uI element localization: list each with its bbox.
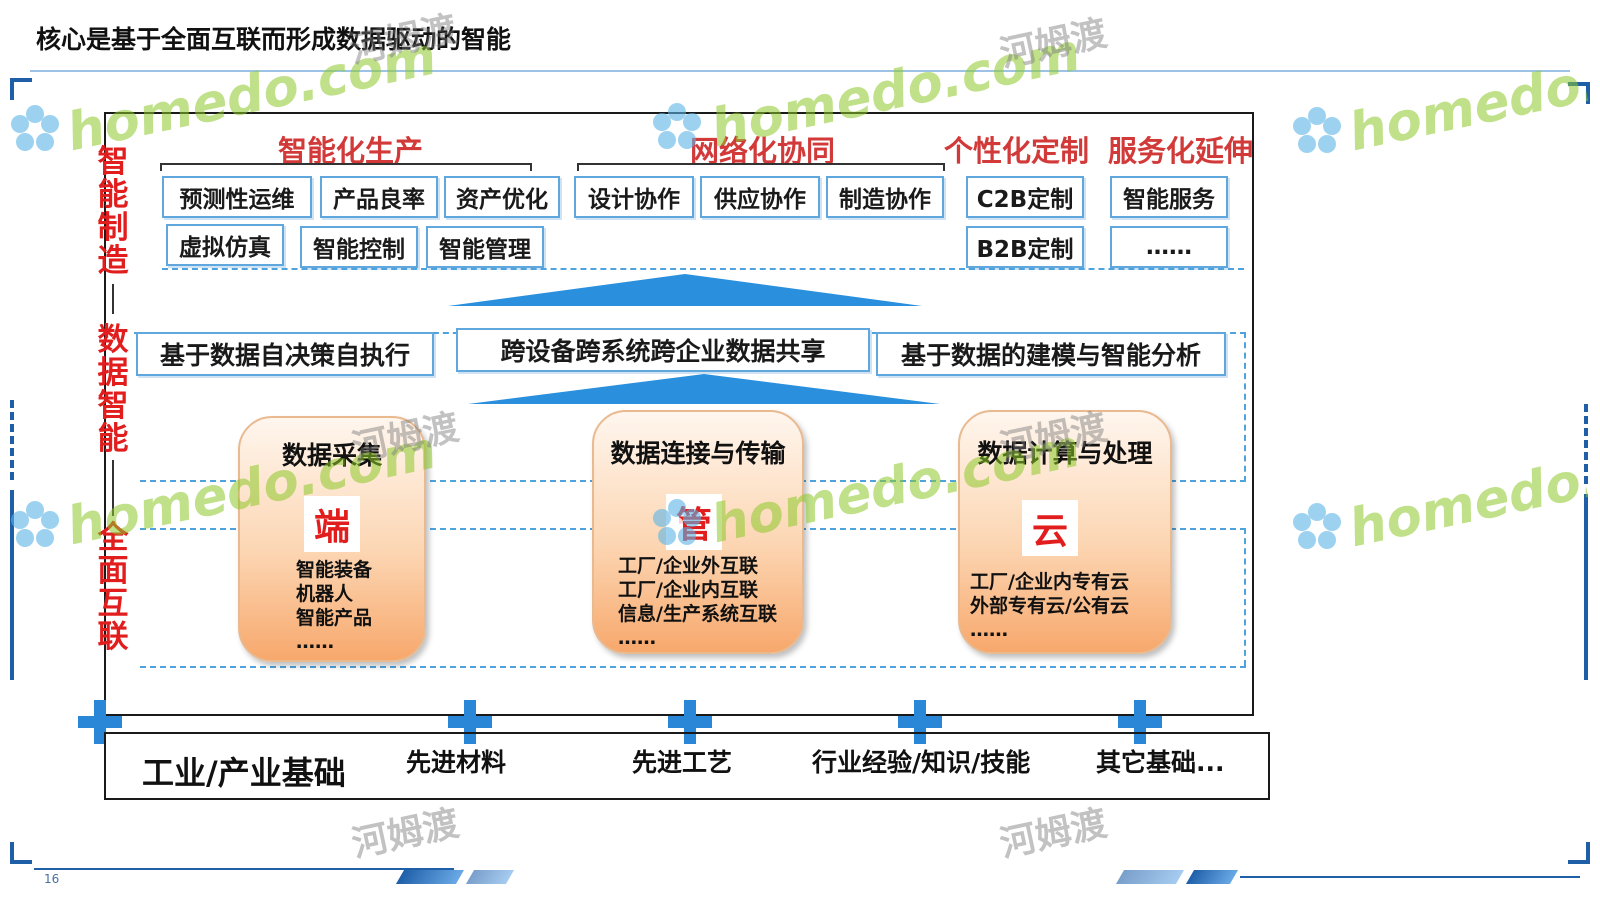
dashed-divider: [162, 268, 1244, 270]
watermark-text-cn: 河姆渡: [996, 12, 1111, 76]
pill-item: 工厂/企业内互联: [618, 579, 758, 601]
pill-item: ……: [296, 631, 334, 653]
corner-decoration: [1568, 842, 1590, 864]
label-separator: [112, 460, 114, 516]
tag-design-collaboration: 设计协作: [574, 176, 694, 218]
page-number: 16: [44, 872, 60, 886]
homedo-flower-icon: [653, 103, 701, 149]
dashed-border-right: [1244, 332, 1246, 482]
homedo-flower-icon: [11, 501, 59, 547]
industrial-foundation-box: [104, 732, 1270, 800]
homedo-flower-icon: [1293, 503, 1341, 549]
side-decoration: [1584, 494, 1588, 680]
mid-tag-modeling-analysis: 基于数据的建模与智能分析: [876, 332, 1226, 376]
homedo-flower-icon: [11, 105, 59, 151]
tag-virtual-simulation: 虚拟仿真: [166, 224, 284, 266]
glyph-cloud: 云: [1022, 500, 1078, 556]
corner-decoration: [10, 842, 32, 864]
tag-manufacturing-collaboration: 制造协作: [826, 176, 944, 218]
watermark-text: homedo.com: [1343, 450, 1591, 560]
pill-item: 智能产品: [296, 607, 373, 629]
pill-item: 机器人: [296, 583, 354, 605]
plus-icon: [78, 700, 122, 744]
bracket-production: [160, 163, 532, 171]
heading-networked-collaboration: 网络化协同: [690, 134, 836, 168]
pill-item: ……: [970, 619, 1008, 641]
label-data-intelligence: 数据智能: [97, 322, 129, 457]
tag-asset-optimization: 资产优化: [444, 176, 560, 218]
bracket-collaboration: [577, 163, 945, 171]
dashed-divider: [140, 666, 1246, 668]
base-item-others: 其它基础...: [1096, 748, 1225, 777]
pill-item: 外部专有云/公有云: [970, 595, 1129, 617]
pill-items: 工厂/企业外互联 工厂/企业内互联 信息/生产系统互联 ……: [618, 554, 777, 650]
label-smart-manufacturing: 智能制造: [97, 144, 129, 279]
tag-smart-management: 智能管理: [426, 226, 544, 268]
tag-c2b-customization: C2B定制: [966, 176, 1084, 218]
dashed-border-right: [1244, 528, 1246, 666]
footer-rule: [34, 868, 454, 870]
pill-title: 数据连接与传输: [610, 439, 786, 468]
pill-item: 工厂/企业外互联: [618, 555, 758, 577]
upward-arrow-middle: [468, 374, 940, 404]
footer-chevron: [395, 870, 465, 884]
upward-arrow-top: [448, 274, 922, 306]
page-title: 核心是基于全面互联而形成数据驱动的智能: [36, 25, 512, 54]
heading-service-extension: 服务化延伸: [1108, 134, 1254, 168]
title-rule: [30, 70, 1570, 72]
tag-product-yield: 产品良率: [320, 176, 438, 218]
tag-more: ……: [1110, 226, 1228, 268]
side-decoration: [10, 400, 14, 480]
side-decoration: [10, 490, 14, 680]
pill-item: 信息/生产系统互联: [618, 603, 777, 625]
footer-chevron: [465, 870, 515, 884]
pill-item: 智能装备: [296, 559, 373, 581]
heading-personalized-customization: 个性化定制: [944, 134, 1090, 168]
base-item-processes: 先进工艺: [632, 748, 733, 777]
label-separator: [112, 284, 114, 314]
footer-rule: [1240, 876, 1580, 878]
label-full-interconnection: 全面互联: [97, 520, 129, 655]
heading-intelligent-production: 智能化生产: [278, 134, 424, 168]
base-item-experience: 行业经验/知识/技能: [812, 748, 1031, 777]
pill-title: 数据采集: [281, 441, 382, 470]
tag-predictive-maintenance: 预测性运维: [162, 176, 312, 218]
side-decoration: [1584, 404, 1588, 484]
tag-smart-service: 智能服务: [1110, 176, 1228, 218]
tag-supply-collaboration: 供应协作: [700, 176, 820, 218]
base-main-label: 工业/产业基础: [142, 754, 346, 792]
watermark-text-cn: 河姆渡: [346, 8, 461, 72]
watermark-text-cn: 河姆渡: [996, 802, 1111, 866]
pill-items: 工厂/企业内专有云 外部专有云/公有云 ……: [970, 570, 1129, 642]
tag-smart-control: 智能控制: [300, 226, 418, 268]
pill-title: 数据计算与处理: [977, 439, 1153, 468]
watermark-text-cn: 河姆渡: [348, 802, 463, 866]
mid-tag-autonomous-decision: 基于数据自决策自执行: [136, 332, 434, 376]
pill-item: 工厂/企业内专有云: [970, 571, 1129, 593]
glyph-end: 端: [304, 496, 360, 552]
tag-b2b-customization: B2B定制: [966, 226, 1084, 268]
homedo-flower-icon: [1293, 107, 1341, 153]
corner-decoration: [1568, 82, 1590, 104]
footer-chevron: [1115, 870, 1185, 884]
mid-tag-data-sharing: 跨设备跨系统跨企业数据共享: [456, 328, 870, 372]
pill-items: 智能装备 机器人 智能产品 ……: [296, 558, 372, 654]
corner-decoration: [10, 78, 32, 100]
base-item-materials: 先进材料: [406, 748, 507, 777]
footer-chevron: [1185, 870, 1239, 884]
pill-item: ……: [618, 627, 656, 649]
homedo-flower-icon: [653, 499, 701, 545]
